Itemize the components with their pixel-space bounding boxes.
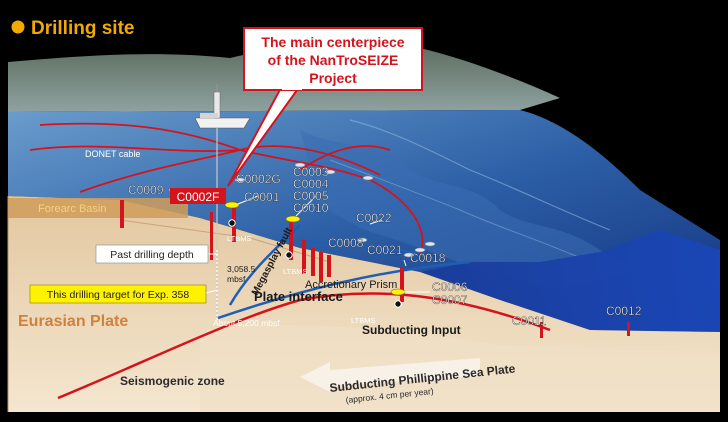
target-markers: [224, 201, 406, 296]
ltbms-label-2: LTBMS: [283, 267, 307, 276]
header-bullet-icon: [11, 20, 25, 34]
eurasian-plate-label: Eurasian Plate: [18, 313, 128, 330]
drill-ship: [194, 84, 251, 129]
site-label-c0012: C0012: [606, 304, 642, 318]
trench-floor: [420, 230, 720, 332]
site-label-c0002g: C0002G: [236, 172, 281, 186]
accretionary-prism-label: Accretionary Prism: [305, 279, 397, 291]
depth-5200-label: About 5,200 mbsf: [213, 318, 280, 328]
site-label-c0005: C0005: [293, 189, 329, 203]
site-label-c0021: C0021: [367, 243, 403, 257]
drilling-target-label: This drilling target for Exp. 358: [47, 289, 190, 301]
drilling-target-box: [29, 284, 207, 304]
depth-3058-unit: mbsf: [227, 274, 246, 284]
plate-interface-line: [217, 260, 471, 320]
site-label-c0007: C0007: [432, 293, 468, 307]
site-label-c0006: C0006: [432, 280, 468, 294]
callout-line-3: Project: [309, 70, 357, 86]
callout-line-1: The main centerpiece: [261, 34, 404, 50]
site-label-c0010: C0010: [293, 201, 329, 215]
callout-line-2: of the NanTroSEIZE: [268, 52, 399, 68]
site-label-c0011: C0011: [512, 314, 547, 328]
forearc-basin-band: [8, 198, 188, 218]
donet-cable-label: DONET cable: [85, 149, 140, 159]
depth-3058-value: 3,058.5: [227, 264, 256, 274]
forearc-basin-label: Forearc Basin: [38, 203, 106, 215]
seismogenic-zone-label: Seismogenic zone: [120, 374, 225, 388]
subducting-input-label: Subducting Input: [362, 323, 461, 337]
callout-box: [243, 27, 423, 91]
site-label-c0002f-box: [170, 188, 226, 204]
plate-interface-label: Plate interface: [254, 289, 343, 304]
site-label-c0008: C0008: [328, 236, 364, 250]
pointer-lines: [205, 195, 430, 294]
site-label-c0018: C0018: [410, 251, 446, 265]
ltbms-markers: [228, 219, 402, 308]
site-label-c0004: C0004: [293, 177, 329, 191]
seismogenic-zone-line: [57, 292, 551, 400]
ltbms-label-1: LTBMS: [227, 234, 251, 243]
site-label-c0003: C0003: [293, 165, 329, 179]
megasplay-fault-line: [228, 224, 301, 306]
site-label-c0001: C0001: [244, 190, 280, 204]
page-title: Drilling site: [31, 18, 134, 39]
past-drilling-depth-label: Past drilling depth: [110, 249, 194, 261]
site-label-c0002f: C0002F: [177, 190, 220, 204]
site-label-c0009: C0009: [128, 183, 164, 197]
past-drilling-depth-box: [95, 244, 209, 264]
ltbms-label-3: LTBMS: [351, 316, 375, 325]
plate-motion-arrow: [300, 358, 480, 392]
site-label-c0022: C0022: [356, 211, 392, 225]
